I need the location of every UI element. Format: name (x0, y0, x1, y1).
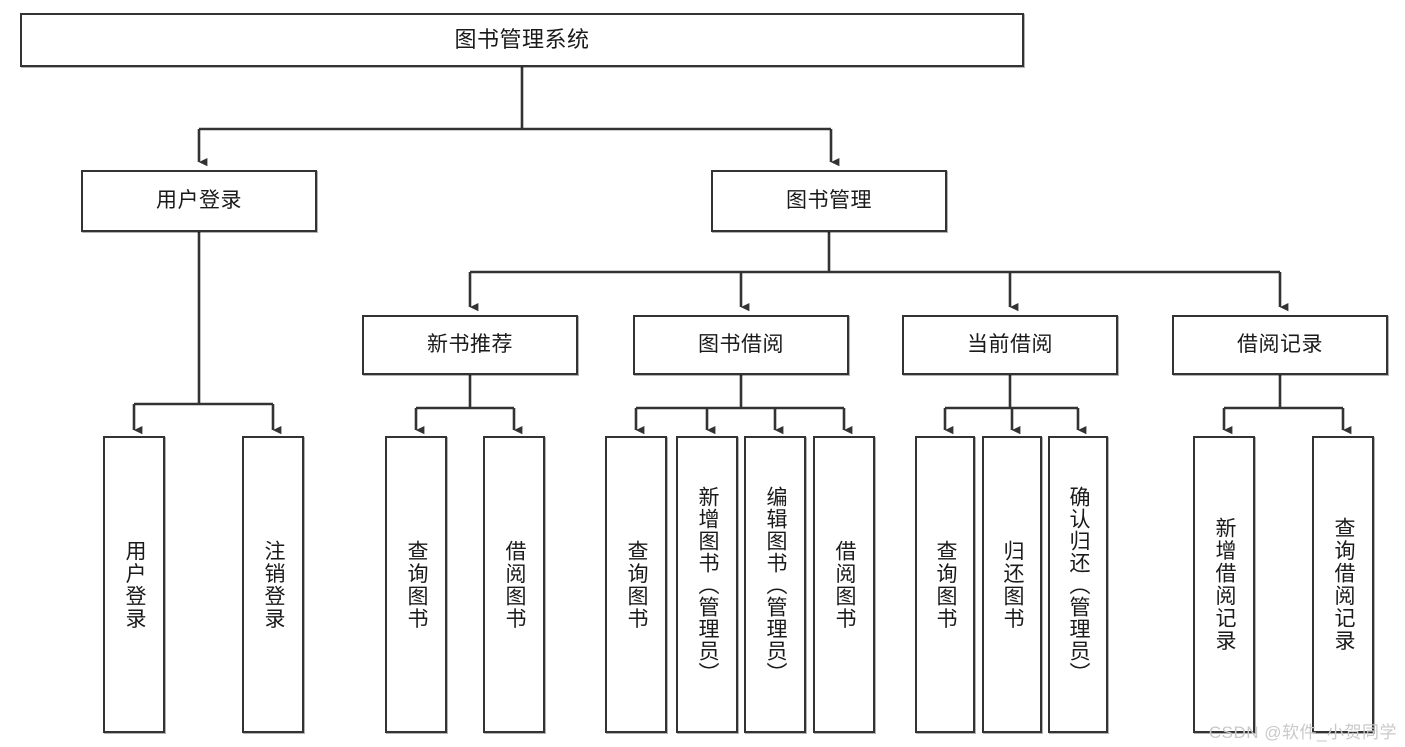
node-label: 图书管理系统 (454, 27, 590, 53)
node-system-root[interactable]: 图书管理系统 (20, 13, 1024, 67)
node-label: 编辑图书（管理员） (764, 485, 788, 684)
node-label: 查询图书 (934, 539, 958, 630)
node-leaf-add-book-admin[interactable]: 新增图书（管理员） (676, 436, 738, 733)
node-book-management[interactable]: 图书管理 (711, 170, 947, 232)
node-label: 归还图书 (1001, 539, 1025, 630)
node-book-borrowing[interactable]: 图书借阅 (633, 315, 849, 375)
node-label: 当前借阅 (967, 332, 1053, 356)
node-leaf-borrow-book-recommendation[interactable]: 借阅图书 (483, 436, 545, 733)
node-leaf-query-borrowing-record[interactable]: 查询借阅记录 (1312, 436, 1374, 733)
node-user-login[interactable]: 用户登录 (81, 170, 317, 232)
node-label: 查询图书 (405, 539, 429, 630)
node-label: 查询图书 (625, 539, 649, 630)
node-leaf-edit-book-admin[interactable]: 编辑图书（管理员） (744, 436, 806, 733)
node-leaf-query-book-borrowing[interactable]: 查询图书 (605, 436, 667, 733)
node-leaf-return-book[interactable]: 归还图书 (982, 436, 1042, 733)
node-label: 图书管理 (786, 188, 872, 212)
node-label: 用户登录 (156, 188, 242, 212)
node-label: 新增借阅记录 (1213, 517, 1237, 652)
node-label: 借阅图书 (833, 539, 857, 630)
node-label: 用户登录 (123, 539, 147, 630)
node-label: 新书推荐 (427, 332, 513, 356)
node-leaf-user-logout[interactable]: 注销登录 (242, 436, 304, 733)
node-leaf-user-login[interactable]: 用户登录 (103, 436, 165, 733)
node-label: 查询借阅记录 (1332, 517, 1356, 652)
node-leaf-add-borrowing-record[interactable]: 新增借阅记录 (1193, 436, 1255, 733)
csdn-watermark: CSDN @软件_小贺同学 (1208, 723, 1397, 742)
node-label: 确认归还（管理员） (1067, 485, 1091, 684)
node-label: 注销登录 (262, 539, 286, 630)
node-current-borrowing[interactable]: 当前借阅 (902, 315, 1118, 375)
node-leaf-query-book-current[interactable]: 查询图书 (915, 436, 975, 733)
node-label: 图书借阅 (698, 332, 784, 356)
node-leaf-confirm-return-admin[interactable]: 确认归还（管理员） (1048, 436, 1108, 733)
node-borrowing-records[interactable]: 借阅记录 (1172, 315, 1388, 375)
node-new-book-recommendation[interactable]: 新书推荐 (362, 315, 578, 375)
node-leaf-borrow-book[interactable]: 借阅图书 (813, 436, 875, 733)
node-label: 借阅图书 (503, 539, 527, 630)
node-label: 借阅记录 (1237, 332, 1323, 356)
node-label: 新增图书（管理员） (696, 485, 720, 684)
node-leaf-query-book-recommendation[interactable]: 查询图书 (385, 436, 447, 733)
